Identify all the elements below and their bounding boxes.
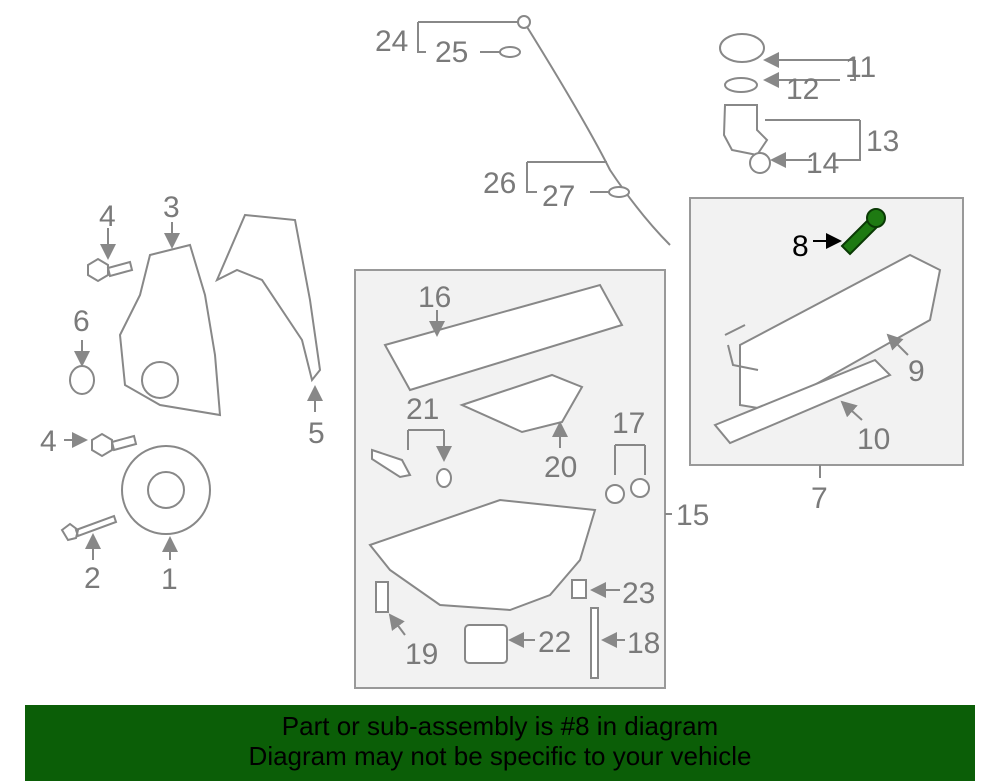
callout-27: 27 bbox=[542, 180, 575, 213]
callout-6: 6 bbox=[73, 305, 90, 338]
oil-filler-tube bbox=[722, 104, 769, 157]
callout-12: 12 bbox=[786, 73, 819, 106]
callout-11: 11 bbox=[845, 51, 876, 84]
valve-cover-9 bbox=[739, 253, 942, 412]
callout-21: 21 bbox=[406, 393, 439, 426]
bolt-4-upper bbox=[87, 257, 134, 283]
callout-22: 22 bbox=[538, 626, 571, 659]
oil-filler-cap bbox=[719, 33, 765, 63]
callout-24: 24 bbox=[375, 25, 408, 58]
sensor-21 bbox=[371, 448, 412, 479]
balancer-hub bbox=[147, 471, 185, 509]
callout-20: 20 bbox=[544, 451, 577, 484]
washer-17 bbox=[605, 484, 625, 504]
callout-18: 18 bbox=[627, 627, 660, 660]
plug-17 bbox=[630, 478, 650, 498]
gasket-10 bbox=[713, 358, 892, 445]
callout-4-lower: 4 bbox=[40, 425, 57, 458]
bolt-8-highlighted[interactable] bbox=[840, 208, 886, 256]
callout-10: 10 bbox=[857, 423, 890, 456]
oil-pump-screen-20 bbox=[459, 373, 584, 434]
callout-4-upper: 4 bbox=[99, 200, 116, 233]
callout-19: 19 bbox=[405, 638, 438, 671]
callout-3: 3 bbox=[163, 191, 180, 224]
o-ring-25 bbox=[499, 46, 521, 58]
oil-filter-22 bbox=[464, 624, 508, 664]
bolt-2 bbox=[60, 514, 118, 542]
oil-pan-gasket bbox=[383, 283, 624, 392]
dipstick-handle bbox=[517, 15, 531, 29]
callout-2: 2 bbox=[84, 562, 101, 595]
seal-14 bbox=[749, 152, 771, 174]
callout-23: 23 bbox=[622, 577, 655, 610]
drain-bolt-19 bbox=[375, 581, 389, 613]
leader-lines bbox=[64, 21, 909, 648]
callout-13: 13 bbox=[866, 125, 899, 158]
callout-25: 25 bbox=[435, 36, 468, 69]
callout-14: 14 bbox=[806, 147, 839, 180]
callout-15: 15 bbox=[676, 499, 709, 532]
bolt-4-lower bbox=[91, 432, 138, 458]
callout-8[interactable]: 8 bbox=[792, 230, 809, 263]
seal-21 bbox=[436, 468, 452, 488]
o-ring-27 bbox=[608, 186, 630, 198]
callout-1: 1 bbox=[161, 563, 178, 596]
cover-seal-hole bbox=[141, 361, 179, 399]
callout-5: 5 bbox=[308, 417, 325, 450]
front-cover-gasket bbox=[214, 213, 322, 383]
callout-26: 26 bbox=[483, 167, 516, 200]
info-banner: Part or sub-assembly is #8 in diagram Di… bbox=[25, 705, 975, 781]
valve-cover-gasket bbox=[724, 324, 759, 371]
seal-12 bbox=[724, 77, 758, 93]
callout-17: 17 bbox=[612, 407, 645, 440]
banner-line-2: Diagram may not be specific to your vehi… bbox=[248, 741, 752, 771]
callout-7: 7 bbox=[811, 482, 828, 515]
callout-9: 9 bbox=[908, 355, 925, 388]
oil-pan bbox=[368, 498, 597, 612]
stud-18 bbox=[590, 607, 599, 679]
plug-23 bbox=[571, 579, 587, 599]
seal-6 bbox=[69, 365, 95, 395]
banner-line-1: Part or sub-assembly is #8 in diagram bbox=[281, 711, 719, 741]
callout-16: 16 bbox=[418, 281, 451, 314]
